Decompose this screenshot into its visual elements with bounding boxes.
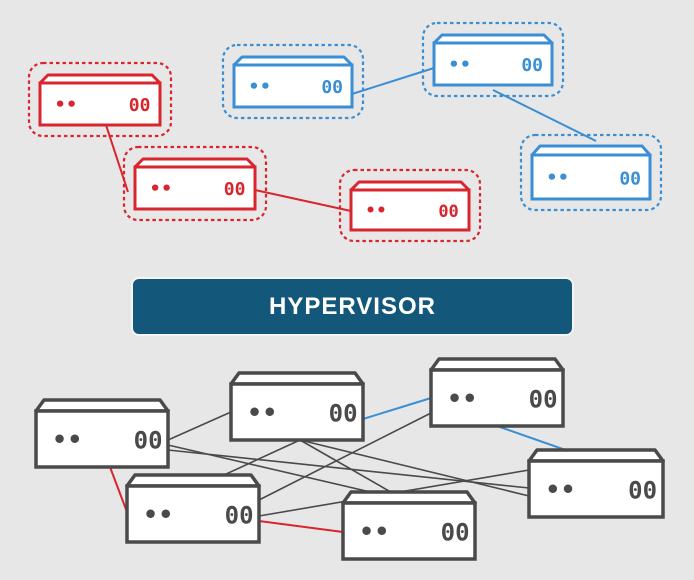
- server-led-indicator: ••: [365, 201, 387, 221]
- server-led-indicator: ••: [448, 54, 471, 75]
- physical-servers: •• 00 •• 00 •• 00 •• 00 •• 00 •• 00: [34, 357, 665, 561]
- server-body: [38, 81, 162, 127]
- server-led-indicator: ••: [248, 76, 271, 97]
- connection-line: [258, 412, 432, 501]
- server-body: [125, 484, 261, 544]
- connection-line: [109, 466, 128, 513]
- server-led-indicator: ••: [247, 398, 278, 426]
- server-led-indicator: ••: [149, 178, 172, 199]
- virtual-server-icon: •• 00: [122, 145, 268, 222]
- virtual-servers: •• 00 •• 00 •• 00 •• 00 •• 00 •• 00: [27, 21, 663, 243]
- virtual-server-icon: •• 00: [338, 168, 482, 243]
- server-drive-bays: 00: [134, 427, 163, 455]
- vm-boundary: [221, 43, 365, 120]
- vm-boundary: [338, 168, 482, 243]
- server-icon: •• 00: [341, 490, 477, 561]
- connection-line: [492, 89, 597, 142]
- server-led-indicator: ••: [546, 168, 569, 189]
- server-drive-bays: 00: [521, 55, 543, 76]
- server-body: [432, 41, 554, 87]
- server-drive-bays: 00: [225, 502, 254, 530]
- connection-line: [351, 67, 435, 95]
- vm-boundary: [122, 145, 268, 222]
- server-led-indicator: ••: [447, 384, 478, 412]
- server-drive-bays: 00: [441, 519, 470, 547]
- server-body: [232, 63, 354, 109]
- server-led-indicator: ••: [359, 517, 390, 545]
- virtual-server-icon: •• 00: [27, 61, 173, 138]
- server-body: [229, 382, 365, 442]
- virtual-server-icon: •• 00: [421, 21, 565, 98]
- server-body: [34, 409, 170, 469]
- server-drive-bays: 00: [129, 95, 151, 116]
- server-drive-bays: 00: [619, 168, 641, 189]
- server-icon: •• 00: [229, 371, 365, 442]
- server-led-indicator: ••: [52, 425, 83, 453]
- server-drive-bays: 00: [628, 477, 657, 505]
- connection-line: [362, 397, 432, 420]
- server-icon: •• 00: [125, 473, 261, 544]
- server-led-indicator: ••: [545, 475, 576, 503]
- connection-line: [254, 189, 352, 212]
- server-led-indicator: ••: [54, 94, 77, 115]
- virtual-server-icon: •• 00: [519, 133, 663, 212]
- server-drive-bays: 00: [329, 400, 358, 428]
- server-led-indicator: ••: [143, 500, 174, 528]
- server-body: [530, 153, 652, 201]
- server-drive-bays: 00: [529, 386, 558, 414]
- connection-line: [258, 520, 344, 533]
- server-icon: •• 00: [34, 398, 170, 469]
- vm-boundary: [27, 61, 173, 138]
- server-body: [349, 188, 471, 232]
- server-icon: •• 00: [527, 448, 665, 519]
- vm-boundary: [519, 133, 663, 212]
- connection-line: [167, 411, 232, 441]
- hypervisor-bar: HYPERVISOR: [133, 279, 572, 334]
- server-drive-bays: 00: [224, 179, 246, 200]
- server-body: [527, 459, 665, 519]
- server-drive-bays: 00: [438, 202, 458, 222]
- hypervisor-label: HYPERVISOR: [269, 292, 436, 320]
- connection-line: [299, 439, 530, 497]
- server-body: [341, 501, 477, 561]
- virtual-server-icon: •• 00: [221, 43, 365, 120]
- server-body: [133, 165, 257, 211]
- server-drive-bays: 00: [321, 77, 343, 98]
- server-icon: •• 00: [429, 357, 565, 428]
- vm-boundary: [421, 21, 565, 98]
- server-body: [429, 368, 565, 428]
